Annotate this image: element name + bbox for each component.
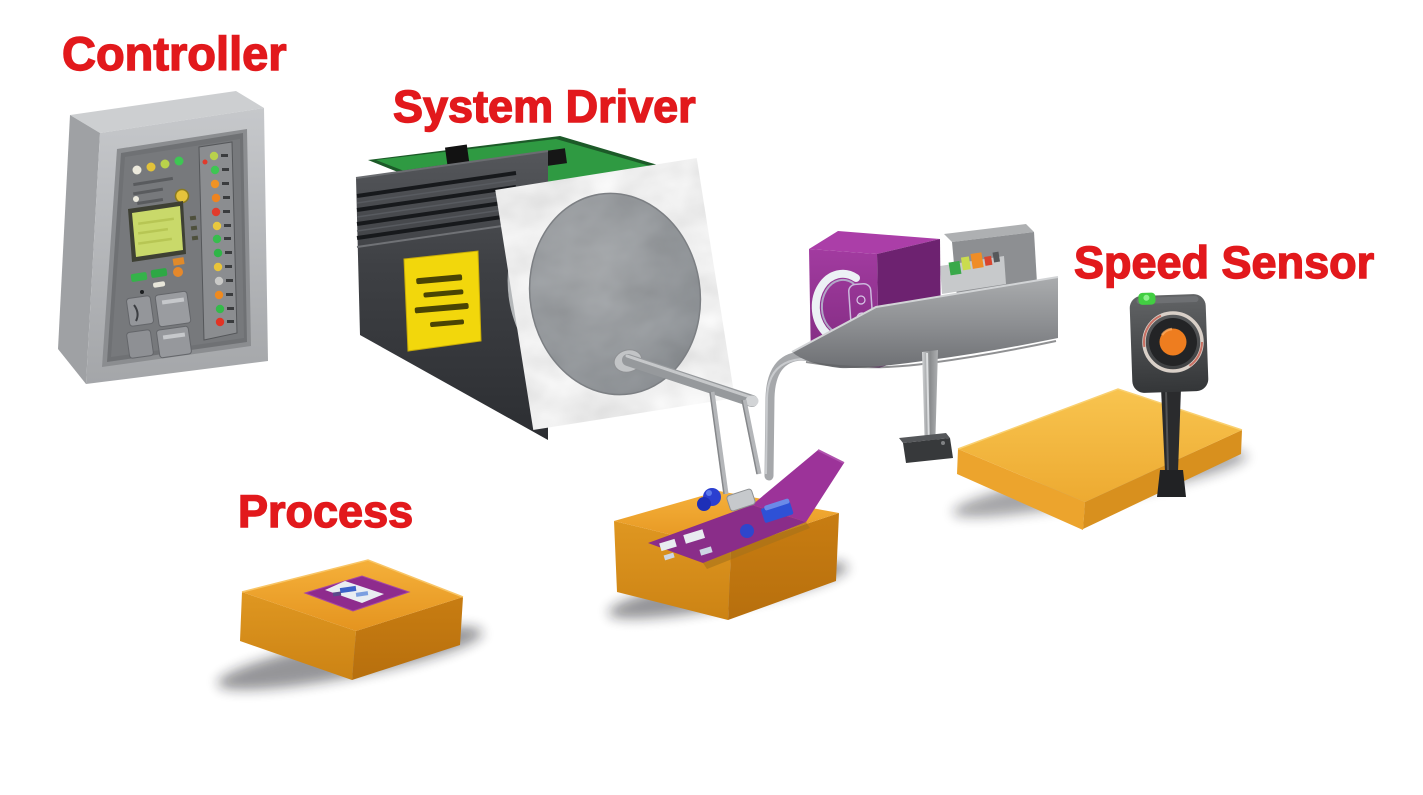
button-row (130, 257, 185, 294)
box1-edge-highlight (241, 559, 464, 598)
purple-circuit-plate (648, 449, 845, 563)
plate-shadow (703, 522, 810, 569)
warning-label (403, 250, 482, 352)
cube-top (809, 231, 940, 254)
heatsink-fins (356, 171, 517, 248)
workpiece-box-1 (240, 559, 464, 680)
photoelectric-speed-sensor (1129, 292, 1209, 497)
bracket-foot-top (899, 433, 950, 443)
plate-components (659, 488, 794, 561)
workpiece-box-2 (614, 351, 883, 620)
bracket-foot (903, 438, 953, 463)
led-column (202, 151, 234, 327)
controller-panel (58, 91, 268, 384)
body-top-edge (355, 150, 549, 179)
sensor-lens (1142, 311, 1204, 373)
label-process: Process (237, 486, 414, 537)
panel-left-face (58, 115, 100, 384)
panel-top-face (70, 91, 264, 133)
motor-drive-unit (355, 136, 759, 440)
sensor-post-foot (1157, 470, 1186, 497)
support-tube-highlight (765, 357, 877, 475)
box1-front (240, 592, 356, 680)
rust-patch (891, 0, 1122, 41)
box3-edge-highlight (957, 388, 1243, 450)
label-system-driver: System Driver (392, 81, 696, 132)
bracket-post (899, 350, 953, 463)
flywheel-disc (507, 181, 702, 396)
box1-inlay-graphic (325, 581, 384, 603)
box1-right (352, 597, 463, 680)
conveyor-far-rail (0, 0, 1305, 29)
keypad (126, 290, 192, 359)
component-row (940, 251, 1006, 294)
indicator-row (132, 156, 190, 206)
label-controller: Controller (61, 27, 287, 80)
inspection-camera-unit (791, 224, 1059, 463)
linkage-rods (709, 391, 762, 495)
label-speed-sensor: Speed Sensor (1073, 237, 1375, 288)
box2-right (728, 513, 839, 620)
sensor-post-highlight (1165, 389, 1169, 471)
lcd-screen (128, 201, 199, 262)
motor-shaft (613, 349, 759, 407)
yellow-knob (174, 188, 190, 204)
box3-front (957, 449, 1085, 530)
